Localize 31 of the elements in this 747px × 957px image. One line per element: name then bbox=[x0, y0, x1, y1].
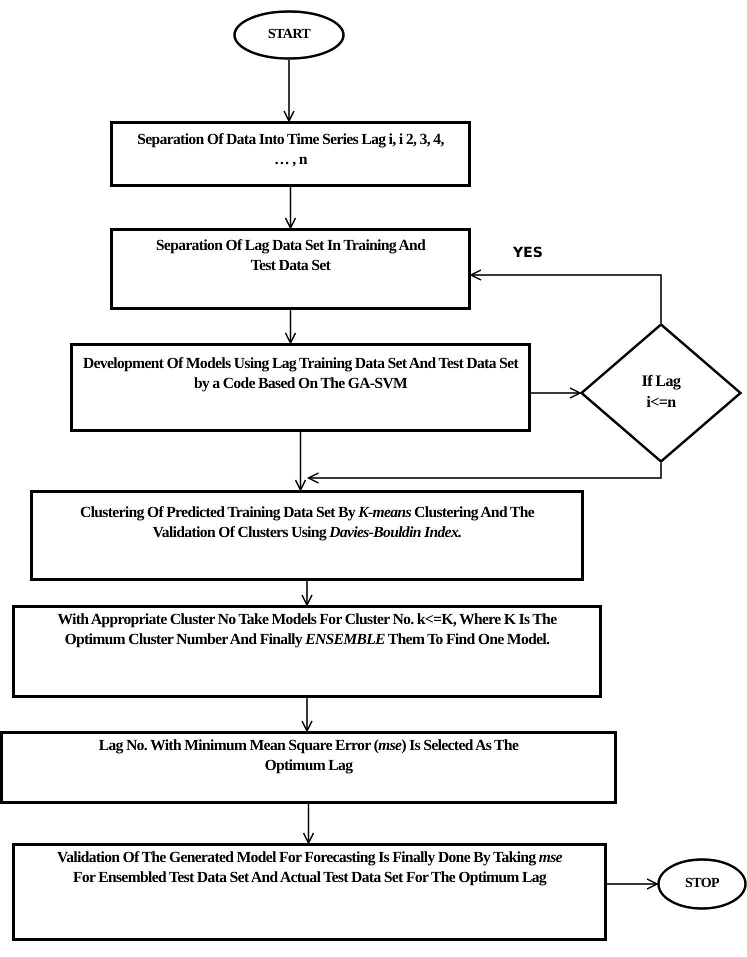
terminal-ellipse bbox=[233, 10, 345, 60]
arrow bbox=[284, 187, 296, 229]
terminal-ellipse bbox=[657, 858, 747, 910]
node-text: Development Of Models Using Lag Training Data Set And Test Data Set by a Code Based On The GA-SVM bbox=[82, 354, 520, 394]
node-text: STOP bbox=[685, 874, 719, 893]
node-text: If Lag i<=n bbox=[640, 372, 682, 413]
arrow bbox=[284, 310, 296, 344]
process-box bbox=[12, 843, 607, 941]
node-text: START bbox=[268, 26, 310, 44]
arrow bbox=[308, 463, 662, 484]
node-text: Clustering Of Predicted Training Data Set By K-means Clustering And The Validation Of Clusters Using Davies-Bouldin Index. bbox=[78, 503, 536, 544]
node-text: With Appropriate Cluster No Take Models For Cluster No. k<=K, Where K Is The Optimum Cluster Number And Finally ENSEMBLE Them To Find One Model. bbox=[56, 610, 558, 650]
process-box bbox=[0, 731, 617, 804]
node-text: Separation Of Data Into Time Series Lag i, i 2, 3, 4, … , n bbox=[136, 130, 445, 170]
process-box bbox=[12, 605, 602, 698]
process-box bbox=[70, 343, 531, 432]
arrow bbox=[294, 432, 306, 491]
arrow bbox=[531, 387, 581, 399]
process-box bbox=[30, 490, 584, 581]
decision-diamond bbox=[580, 323, 742, 463]
arrow bbox=[283, 60, 295, 122]
process-box bbox=[110, 228, 471, 310]
node-text: Separation Of Lag Data Set In Training And Test Data Set bbox=[154, 236, 426, 276]
arrow bbox=[607, 878, 658, 890]
node-text: Lag No. With Minimum Mean Square Error (mse) Is Selected As The Optimum Lag bbox=[98, 736, 520, 776]
arrow bbox=[301, 581, 313, 606]
arrow bbox=[302, 804, 314, 844]
node-text: Validation Of The Generated Model For Forecasting Is Finally Done By Taking mse For Ensembled Test Data Set And Actual Test Data Set For The Optimum Lag bbox=[56, 848, 564, 888]
process-box bbox=[110, 121, 471, 187]
arrow bbox=[470, 269, 662, 323]
arrow bbox=[301, 698, 313, 732]
